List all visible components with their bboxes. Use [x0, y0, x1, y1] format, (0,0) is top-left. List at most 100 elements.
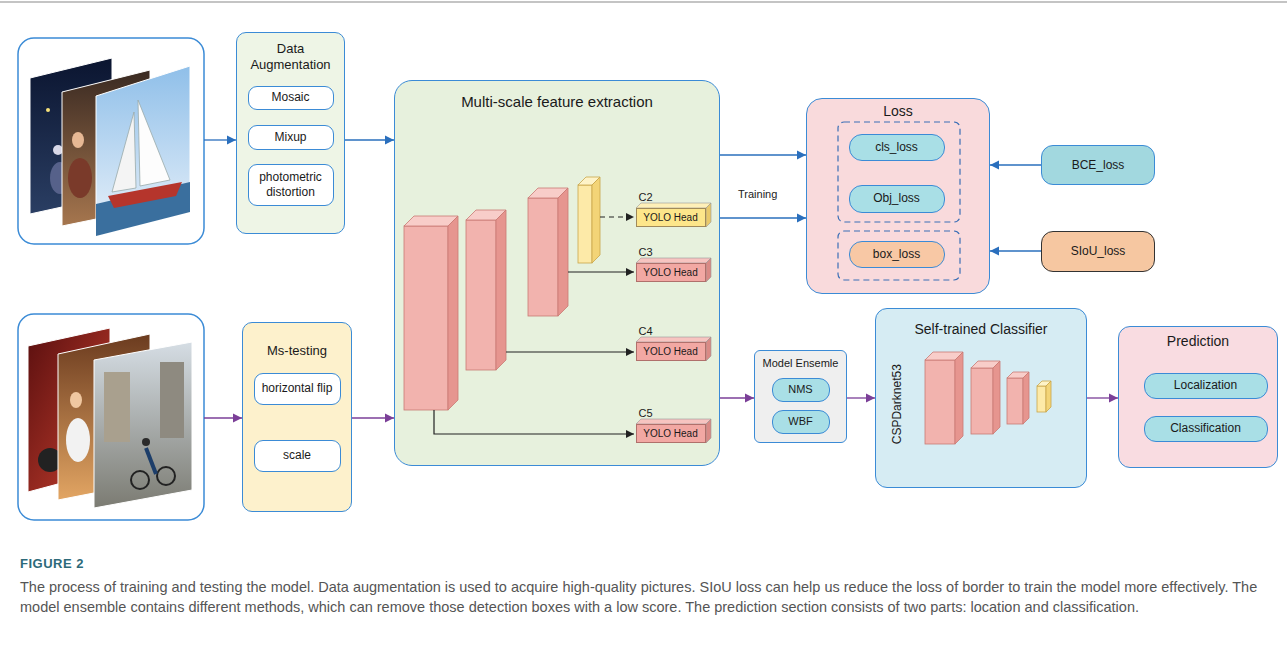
level-label: C2 [637, 190, 705, 204]
method-box: Mosaic [248, 86, 334, 110]
head-label: YOLO Head [637, 425, 705, 442]
training-images [138, 100, 170, 186]
box-label: photometric distortion [253, 170, 329, 199]
box-label: cls_loss [875, 140, 918, 154]
test-images [70, 392, 82, 408]
feature-block [496, 210, 506, 370]
feature-block-small [1037, 381, 1051, 412]
feature-block [993, 361, 1000, 434]
prediction-box: PredictionLocalizationClassification [1118, 326, 1278, 468]
panel-title: Prediction [1123, 333, 1273, 350]
feature-block-small [1046, 381, 1051, 412]
method-box: horizontal flip [254, 373, 341, 405]
test-images [66, 418, 90, 462]
method-box: WBF [772, 410, 830, 434]
panel-title: Data Augmentation [241, 41, 340, 72]
stage-box: Ms-testing horizontal flip scale [242, 322, 352, 512]
training-images [46, 108, 50, 112]
yolo-head: C5YOLO Head [636, 424, 706, 443]
feature-block [1007, 378, 1023, 424]
input-arrow [204, 139, 236, 140]
box-label: Mosaic [271, 90, 309, 104]
figure-number: FIGURE 2 [20, 556, 84, 572]
yolo-head: C2YOLO Head [636, 208, 706, 227]
box-label: box_loss [873, 247, 920, 261]
feature-arrow [434, 410, 634, 434]
loss-function: SIoU_loss [1041, 231, 1155, 272]
input-arrow [204, 417, 242, 418]
classifier-box: Self-trained ClassifierCSPDarknet53 [875, 308, 1087, 488]
output-box: Localization [1144, 373, 1268, 399]
feature-block-small [592, 177, 600, 263]
rotated-label: CSPDarknet53 [889, 364, 903, 444]
panel-title: Ms-testing [247, 343, 347, 359]
training-images [96, 182, 190, 236]
feature-block [971, 368, 993, 434]
flow-arrow [990, 164, 1041, 165]
loss-group-frame [838, 122, 960, 222]
head-depth [706, 258, 711, 282]
feature-arrow [506, 351, 634, 352]
flow-arrow [706, 217, 807, 218]
test-images [18, 314, 204, 520]
top-rule [0, 1, 1287, 3]
panel-title: Self-trained Classifier [880, 321, 1082, 338]
flow-arrow [345, 139, 394, 140]
training-images [112, 112, 136, 192]
level-label: C5 [637, 406, 705, 420]
panel-title: Multi-scale feature extraction [399, 93, 715, 111]
feature-block [558, 188, 568, 316]
feature-arrow [600, 216, 634, 217]
head-label: YOLO Head [637, 264, 705, 281]
ensemble-box: Model EnsemleNMS WBF [754, 350, 847, 443]
feature-arrow [568, 271, 634, 272]
feature-block-small [578, 185, 592, 263]
head-depth [636, 203, 711, 443]
loss-function: BCE_loss [1041, 145, 1155, 185]
test-images [157, 467, 175, 485]
training-images [18, 38, 204, 244]
head-label: YOLO Head [637, 343, 705, 360]
loss-panel: Loss cls_lossObj_loss box_loss [806, 98, 990, 294]
loss-term: box_loss [849, 241, 945, 268]
feature-block [925, 352, 1029, 444]
loss-term: cls_loss [849, 134, 945, 161]
flow-arrow [847, 397, 875, 398]
box-label: NMS [788, 383, 812, 396]
method-box: Mixup [248, 125, 334, 150]
test-images [146, 448, 156, 474]
box-label: Obj_loss [873, 191, 920, 205]
panel-title: Loss [811, 103, 985, 120]
method-box: scale [254, 440, 341, 472]
figure-caption: The process of training and testing the … [20, 577, 1265, 617]
level-label: C3 [637, 245, 705, 259]
feature-block-small [578, 177, 600, 263]
training-images [108, 182, 182, 208]
test-images [18, 314, 204, 520]
method-box: NMS [772, 378, 830, 402]
box-label: Mixup [274, 130, 306, 144]
method-box: photometric distortion [248, 164, 334, 206]
training-images [72, 132, 84, 148]
feature-block [466, 220, 496, 370]
box-label: WBF [788, 415, 812, 428]
panel-title: Model Ensemle [759, 357, 842, 370]
training-images [96, 66, 190, 236]
box-label: horizontal flip [262, 381, 333, 395]
feature-block [925, 360, 955, 444]
flow-arrow [1087, 397, 1118, 398]
test-images [160, 362, 184, 438]
training-images [68, 158, 92, 198]
output-box: Classification [1144, 416, 1268, 442]
head-label: YOLO Head [637, 209, 705, 226]
feature-block [528, 198, 558, 316]
flow-arrow [990, 250, 1041, 251]
feature-block [404, 188, 568, 410]
test-images [104, 372, 130, 442]
test-images [131, 471, 149, 489]
feature-block [404, 226, 448, 410]
level-label: C4 [637, 324, 705, 338]
test-images [94, 342, 192, 508]
stage-box: Data AugmentationMosaicMixup photometric … [236, 32, 345, 234]
